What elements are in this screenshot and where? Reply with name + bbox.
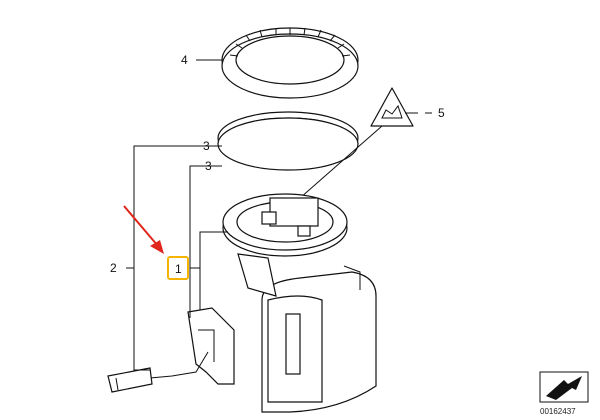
- level-sender-part: [107, 307, 235, 393]
- callout-3-upper: 3: [203, 139, 210, 153]
- callout-4: 4: [181, 53, 188, 67]
- red-arrow-icon: [123, 205, 164, 254]
- leader-5-to-pump: [299, 125, 383, 199]
- lock-ring-part: [221, 27, 359, 99]
- warning-label-part: [370, 87, 414, 127]
- callout-leaders: [126, 59, 432, 371]
- seal-ring-part: [217, 111, 359, 171]
- callout-5: 5: [438, 106, 445, 120]
- callout-3-lower: 3: [205, 159, 212, 173]
- catalog-arrow-icon: [539, 371, 589, 403]
- callout-2: 2: [110, 261, 117, 275]
- callout-1: 1: [175, 262, 182, 276]
- callout-1-highlight-box: [167, 256, 189, 280]
- diagram-reference-number: 00162437: [540, 407, 576, 416]
- pump-flange-part: [222, 193, 348, 257]
- pump-canister-part: [237, 253, 377, 413]
